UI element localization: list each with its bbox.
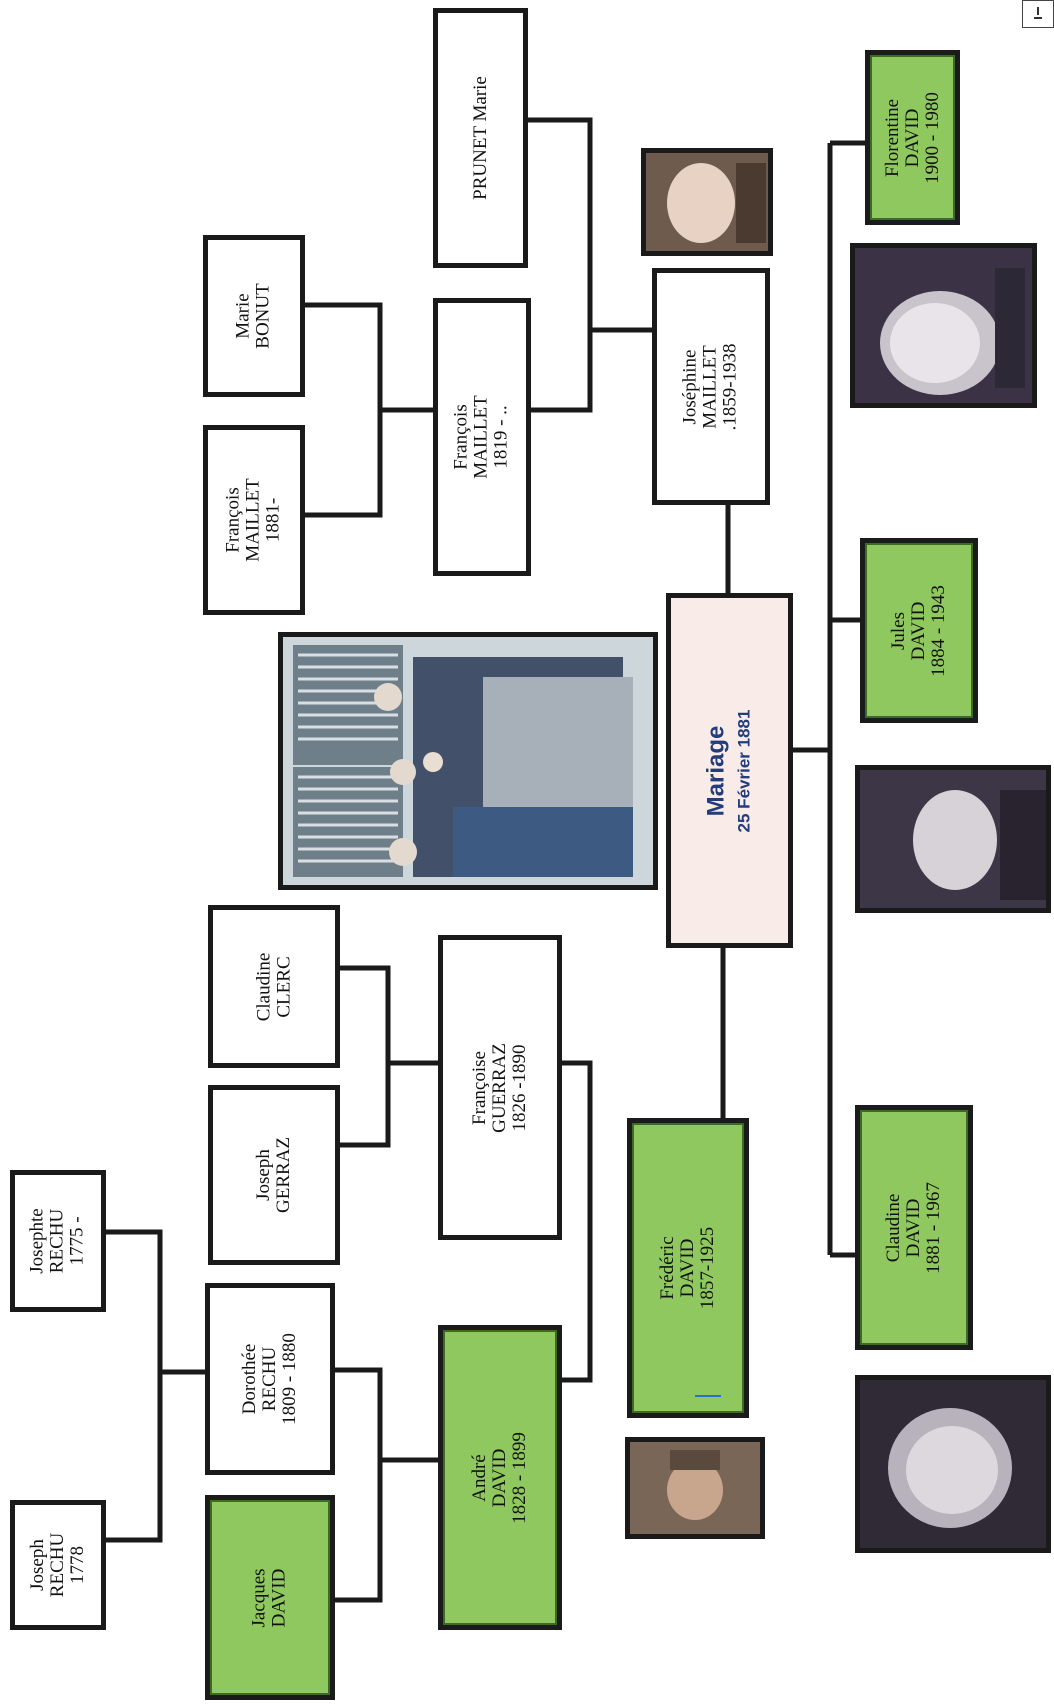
man-portrait-photo (855, 765, 1051, 913)
person-first-name: Dorothée (238, 1343, 260, 1415)
person-dates: 1826 -1890 (508, 1043, 530, 1132)
person-box-claudine-david[interactable]: Claudine DAVID 1881 - 1967 (855, 1105, 973, 1350)
child-photo-bottom-image (630, 1442, 760, 1534)
person-last-name: RECHU (47, 1532, 68, 1598)
person-last-name: DAVID (676, 1238, 698, 1298)
family-group-photo (278, 632, 658, 890)
person-first-name: André (468, 1453, 490, 1502)
elderly-woman-image (860, 1380, 1046, 1548)
person-first-name: Joseph (27, 1539, 48, 1591)
person-first-name: Florentine (881, 98, 903, 177)
family-group-photo-image (283, 637, 653, 885)
person-first-name: Joseph (253, 1149, 274, 1201)
person-box-marie-bonut[interactable]: Marie BONUT (203, 235, 305, 397)
child-photo-top-image (646, 153, 768, 251)
person-box-joseph-gerraz[interactable]: Joseph GERRAZ (208, 1085, 340, 1265)
person-last-name: GUERRAZ (488, 1042, 510, 1133)
person-first-name: Marie (232, 293, 254, 339)
person-last-name: MAILLET (699, 344, 721, 429)
person-first-name: Joséphine (679, 349, 701, 424)
person-first-name: Claudine (252, 952, 274, 1021)
person-box-prunet-marie[interactable]: PRUNET Marie (433, 8, 528, 268)
blue-mark (695, 1395, 721, 1397)
person-dates: 1809 - 1880 (278, 1333, 300, 1425)
mariage-date: 25 Février 1881 (734, 709, 754, 832)
child-photo-bottom (625, 1437, 765, 1539)
person-box-jacques-david[interactable]: Jacques DAVID (205, 1495, 335, 1700)
person-last-name: DAVID (907, 601, 929, 660)
person-box-francois-maillet-1819[interactable]: François MAILLET 1819 - .. (433, 298, 531, 576)
person-last-name: MAILLET (471, 395, 492, 479)
person-first-name: Françoise (468, 1050, 490, 1125)
person-last-name: DAVID (901, 108, 923, 167)
person-box-dorothee-rechu[interactable]: Dorothée RECHU 1809 - 1880 (205, 1283, 335, 1475)
person-first-name: François (451, 404, 472, 470)
person-first-name: Jules (887, 611, 909, 650)
person-box-frederic-david[interactable]: Frédéric DAVID 1857-1925 (627, 1118, 749, 1418)
person-last-name: DAVID (269, 1568, 290, 1627)
person-box-claudine-clerc[interactable]: Claudine CLERC (208, 905, 340, 1068)
person-box-joseph-rechu[interactable]: Joseph RECHU 1778 (10, 1500, 106, 1630)
person-dates: 1900 - 1980 (921, 91, 943, 184)
person-dates: 1775 - (67, 1216, 88, 1266)
person-box-jules-david[interactable]: Jules DAVID 1884 - 1943 (860, 538, 978, 723)
man-portrait-image (860, 770, 1046, 908)
person-box-florentine-david[interactable]: Florentine DAVID 1900 - 1980 (865, 50, 960, 225)
person-box-francoise-guerraz[interactable]: Françoise GUERRAZ 1826 -1890 (438, 935, 562, 1240)
child-photo-top (641, 148, 773, 256)
page-corner-mark (1022, 0, 1054, 28)
person-first-name: Claudine (882, 1193, 904, 1262)
person-last-name: DAVID (488, 1448, 510, 1507)
woman-portrait-photo (850, 243, 1037, 408)
person-dates: 1857-1925 (696, 1226, 718, 1310)
person-box-josephine-maillet[interactable]: Joséphine MAILLET .1859-1938 (652, 268, 770, 505)
person-box-josephte-rechu[interactable]: Josephte RECHU 1775 - (10, 1170, 106, 1312)
person-last-name: DAVID (902, 1198, 924, 1257)
person-dates: 1819 - .. (491, 405, 512, 469)
person-first-name: Frédéric (656, 1236, 678, 1300)
person-dates: .1859-1938 (719, 342, 741, 431)
woman-portrait-image (855, 248, 1032, 403)
person-box-andre-david[interactable]: André DAVID 1828 - 1899 (438, 1325, 562, 1630)
person-last-name: RECHU (258, 1346, 280, 1412)
person-dates: 1828 - 1899 (508, 1431, 530, 1524)
person-box-francois-maillet-1881[interactable]: François MAILLET 1881- (203, 425, 305, 615)
mariage-title: Mariage (702, 725, 730, 816)
person-first-name: François (223, 487, 244, 553)
elderly-woman-photo (855, 1375, 1051, 1553)
person-last-name: CLERC (272, 955, 294, 1018)
person-first-name: Jacques (249, 1567, 270, 1628)
mariage-box[interactable]: Mariage 25 Février 1881 (666, 593, 793, 948)
person-last-name: GERRAZ (273, 1137, 294, 1213)
person-name: PRUNET Marie (469, 76, 491, 200)
person-last-name: BONUT (252, 283, 274, 349)
person-dates: 1881 - 1967 (922, 1181, 944, 1274)
person-dates: 1778 (67, 1546, 88, 1584)
person-dates: 1881- (263, 497, 284, 543)
page-corner-glyph (1034, 7, 1042, 19)
person-last-name: MAILLET (243, 478, 264, 562)
person-first-name: Josephte (27, 1208, 48, 1274)
person-dates: 1884 - 1943 (927, 584, 949, 677)
person-last-name: RECHU (47, 1208, 68, 1274)
